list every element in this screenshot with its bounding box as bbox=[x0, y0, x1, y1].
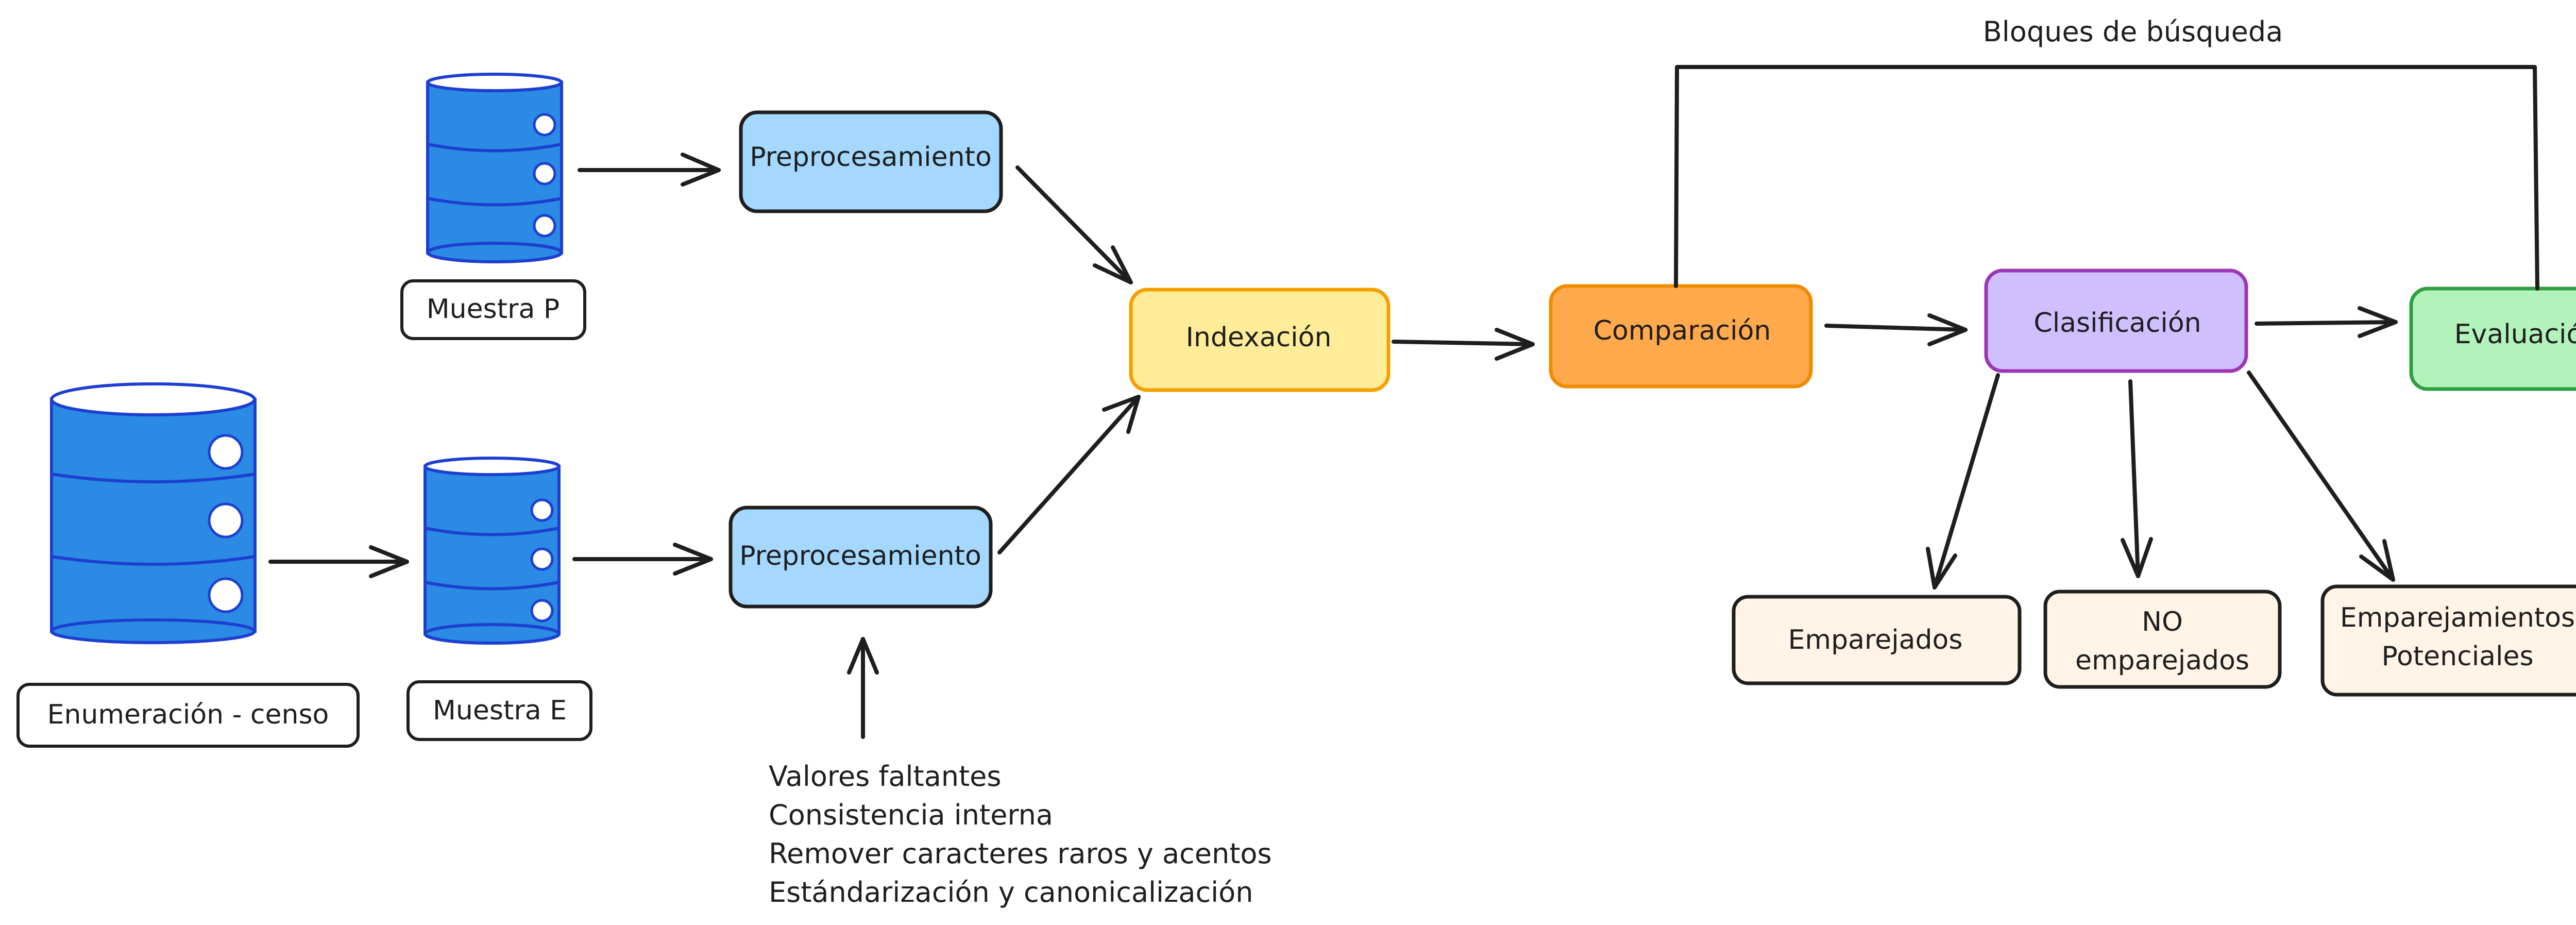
arrow-indexacion-to-comparacion bbox=[1392, 328, 1535, 361]
node-clasificacion-text: Clasificación bbox=[2033, 308, 2201, 339]
label-muestra-p: Muestra P bbox=[400, 279, 586, 340]
arrow-clasificacion-to-potenciales bbox=[2247, 371, 2395, 582]
output-potenciales-line1: Emparejamientos bbox=[2340, 602, 2575, 633]
node-preprocesamiento-bottom: Preprocesamiento bbox=[728, 506, 993, 609]
arrow-comparacion-to-clasificacion bbox=[1824, 313, 1968, 346]
arrow-clasificacion-to-emparejados bbox=[1926, 373, 2000, 590]
output-no-emparejados: NO emparejados bbox=[2043, 590, 2282, 689]
node-comparacion: Comparación bbox=[1549, 284, 1813, 389]
arrow-prep-bottom-to-indexacion bbox=[997, 395, 1141, 554]
node-comparacion-text: Comparación bbox=[1594, 315, 1771, 346]
loop-bloques-de-busqueda: Bloques de búsqueda bbox=[1674, 15, 2539, 291]
arrow-muestra-e-to-prep bbox=[572, 543, 713, 576]
note-item: Consistencia interna bbox=[769, 799, 1053, 831]
arrow-prep-top-to-indexacion bbox=[1015, 165, 1133, 284]
output-emparejados-text: Emparejados bbox=[1788, 625, 1963, 655]
node-preprocesamiento-top-text: Preprocesamiento bbox=[750, 142, 992, 173]
label-censo: Enumeración - censo bbox=[16, 683, 360, 748]
output-emparejados: Emparejados bbox=[1732, 595, 2022, 685]
output-no-emparejados-line1: NO bbox=[2142, 607, 2183, 637]
label-muestra-p-text: Muestra P bbox=[427, 294, 560, 325]
arrow-clasificacion-to-evaluacion bbox=[2255, 306, 2398, 338]
node-indexacion-text: Indexación bbox=[1186, 322, 1332, 353]
database-icon-muestra-p bbox=[426, 73, 563, 263]
database-icon-censo bbox=[50, 382, 257, 644]
node-clasificacion: Clasificación bbox=[1984, 268, 2248, 373]
node-indexacion: Indexación bbox=[1129, 288, 1391, 392]
label-muestra-e: Muestra E bbox=[406, 680, 592, 741]
arrow-clasificacion-to-no-emparejados bbox=[2121, 379, 2153, 578]
node-preprocesamiento-top: Preprocesamiento bbox=[739, 110, 1003, 213]
note-item: Estándarización y canonicalización bbox=[769, 876, 1253, 909]
database-icon-muestra-e bbox=[423, 457, 561, 645]
arrows bbox=[268, 153, 2398, 739]
arrow-censo-to-muestra-e bbox=[268, 545, 409, 578]
note-item: Remover caracteres raros y acentos bbox=[769, 837, 1272, 870]
label-censo-text: Enumeración - censo bbox=[47, 699, 329, 730]
arrow-notes-to-prep-bottom bbox=[847, 637, 879, 739]
label-muestra-e-text: Muestra E bbox=[433, 695, 567, 726]
node-evaluacion: Evaluación bbox=[2409, 287, 2576, 391]
output-no-emparejados-line2: emparejados bbox=[2075, 645, 2249, 676]
output-potenciales-line2: Potenciales bbox=[2381, 641, 2533, 672]
arrow-muestra-p-to-prep bbox=[578, 153, 721, 187]
loop-label: Bloques de búsqueda bbox=[1983, 15, 2283, 48]
node-preprocesamiento-bottom-text: Preprocesamiento bbox=[739, 541, 981, 571]
output-potenciales: Emparejamientos Potenciales bbox=[2320, 584, 2576, 697]
note-item: Valores faltantes bbox=[769, 760, 1002, 793]
node-evaluacion-text: Evaluación bbox=[2454, 319, 2576, 350]
preprocessing-notes: Valores faltantes Consistencia interna R… bbox=[769, 760, 1272, 909]
